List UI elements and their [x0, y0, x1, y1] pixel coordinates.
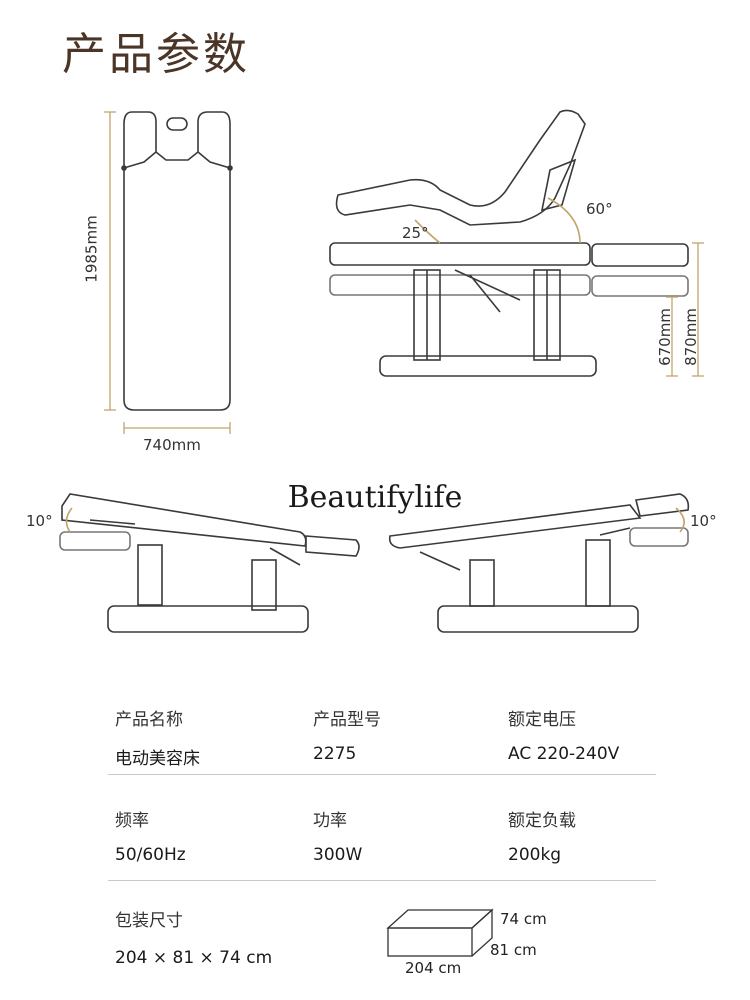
- width-label: 740mm: [143, 436, 201, 454]
- divider: [108, 774, 656, 775]
- spec-value-power: 300W: [313, 845, 363, 865]
- divider: [108, 880, 656, 881]
- spec-value-model: 2275: [313, 744, 357, 764]
- left-tilt-angle-label: 10°: [26, 512, 53, 530]
- spec-label-model: 产品型号: [313, 710, 381, 730]
- length-label: 1985mm: [82, 215, 101, 283]
- spec-value-voltage: AC 220-240V: [508, 744, 620, 764]
- brand-name: Beautifylife: [287, 480, 463, 515]
- height-dimension-lines: [666, 242, 704, 377]
- page-title: 产品参数: [62, 29, 250, 80]
- spec-label-frequency: 频率: [115, 811, 149, 831]
- spec-value-load: 200kg: [508, 845, 562, 865]
- spec-value-name: 电动美容床: [115, 749, 200, 769]
- spec-value-frequency: 50/60Hz: [115, 845, 186, 865]
- side-view-reclined: [329, 109, 689, 377]
- package-length-label: 204 cm: [405, 959, 462, 977]
- head-angle-label: 60°: [586, 200, 613, 218]
- spec-label-voltage: 额定电压: [508, 710, 576, 730]
- package-depth-label: 81 cm: [490, 941, 537, 959]
- package-box-icon: [386, 908, 494, 957]
- side-view-left-tilt: [59, 493, 360, 633]
- spec-label-name: 产品名称: [115, 710, 183, 730]
- spec-label-power: 功率: [313, 811, 347, 831]
- height-min-label: 670mm: [655, 308, 674, 366]
- package-height-label: 74 cm: [500, 910, 547, 928]
- top-view-bed: [121, 111, 233, 411]
- height-max-label: 870mm: [681, 308, 700, 366]
- side-view-right-tilt: [388, 493, 690, 633]
- spec-value-package: 204 × 81 × 74 cm: [115, 948, 273, 968]
- right-tilt-angle-label: 10°: [690, 512, 717, 530]
- spec-label-load: 额定负载: [508, 811, 576, 831]
- back-angle-label: 25°: [402, 224, 429, 242]
- width-dimension-line: [123, 422, 231, 434]
- length-dimension-line: [104, 111, 116, 411]
- spec-label-package: 包装尺寸: [115, 911, 183, 931]
